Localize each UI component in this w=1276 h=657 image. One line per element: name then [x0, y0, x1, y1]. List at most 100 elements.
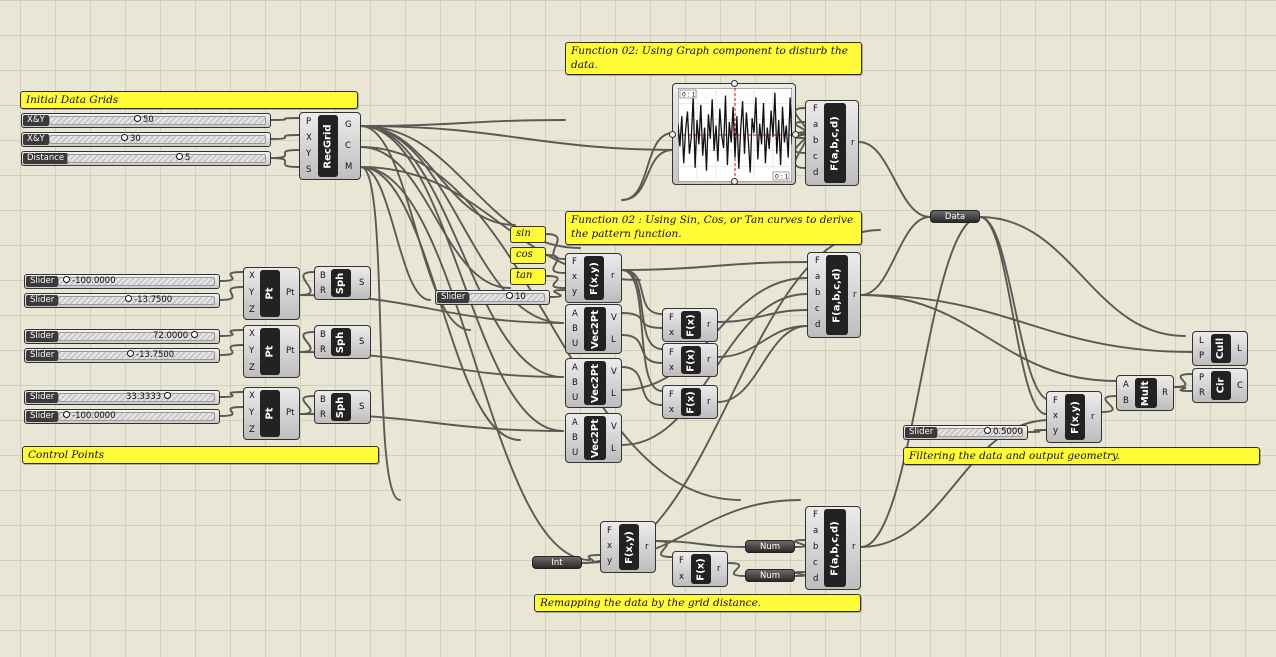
note-initial-grids[interactable]: Initial Data Grids: [20, 91, 358, 109]
output-pin-r[interactable]: r: [717, 564, 721, 574]
input-pin-b[interactable]: B: [320, 330, 326, 340]
input-pin-c[interactable]: c: [813, 558, 818, 568]
wire-31[interactable]: [545, 233, 566, 260]
slider-knob-icon[interactable]: [506, 292, 513, 299]
output-pin-l[interactable]: L: [1237, 344, 1242, 354]
input-pin-a[interactable]: a: [815, 272, 821, 282]
output-pin-g[interactable]: G: [345, 120, 352, 130]
graph-plot[interactable]: 0 : 1 0 : 1: [678, 88, 792, 182]
param-int[interactable]: Int: [532, 556, 582, 569]
input-pin-x[interactable]: x: [669, 328, 675, 338]
input-pin-s[interactable]: S: [306, 165, 312, 175]
wire-45[interactable]: [717, 325, 808, 358]
input-pin-x[interactable]: X: [249, 391, 255, 401]
wire-3[interactable]: [270, 157, 300, 168]
input-pin-d[interactable]: d: [813, 168, 819, 178]
input-pin-b[interactable]: b: [813, 136, 819, 146]
component-fx-3[interactable]: F x F(x) r: [662, 385, 718, 419]
wire-70[interactable]: [581, 554, 601, 564]
wire-32[interactable]: [545, 254, 566, 274]
component-vec2pt-1[interactable]: A B U Vec2Pt V L: [565, 304, 622, 354]
input-pin-f[interactable]: F: [669, 313, 674, 323]
input-pin-y[interactable]: y: [572, 287, 578, 297]
wire-64[interactable]: [1173, 386, 1193, 392]
input-pin-x[interactable]: x: [679, 572, 685, 582]
wire-41[interactable]: [621, 366, 663, 406]
component-fxy-filter[interactable]: F x y F(x,y) r: [1046, 391, 1102, 443]
component-fx-remap[interactable]: F x F(x) r: [672, 551, 728, 587]
slider-filter[interactable]: Slider 0.5000: [903, 425, 1028, 440]
component-cull[interactable]: L P Cull L: [1192, 331, 1248, 366]
input-pin-x[interactable]: X: [249, 329, 255, 339]
output-pin-s[interactable]: S: [359, 402, 365, 412]
note-function02-graph[interactable]: Function 02: Using Graph component to di…: [565, 42, 862, 75]
slider-knob-icon[interactable]: [176, 153, 183, 160]
slider-distance[interactable]: Distance 5: [21, 151, 271, 166]
output-pin-s[interactable]: S: [359, 337, 365, 347]
input-pin-a[interactable]: A: [572, 418, 578, 428]
component-fabcd-remap[interactable]: F a b c d F(a,b,c,d) r: [805, 506, 861, 590]
slider-knob-icon[interactable]: [163, 392, 171, 399]
wire-66[interactable]: [655, 540, 746, 548]
input-pin-f[interactable]: F: [607, 526, 612, 536]
slider-trig[interactable]: Slider 10: [435, 290, 550, 305]
wire-37[interactable]: [621, 269, 663, 392]
input-pin-y[interactable]: Y: [249, 346, 255, 356]
slider-knob-icon[interactable]: [121, 134, 128, 141]
input-pin-r[interactable]: R: [320, 410, 326, 420]
wire-20[interactable]: [219, 286, 244, 301]
component-vec2pt-3[interactable]: A B U Vec2Pt V L: [565, 413, 622, 463]
input-pin-b[interactable]: B: [572, 433, 578, 443]
output-pin-pt[interactable]: Pt: [286, 288, 295, 298]
output-pin-r[interactable]: r: [852, 542, 856, 552]
input-pin-z[interactable]: Z: [249, 425, 255, 435]
wire-40[interactable]: [621, 334, 663, 364]
wire-54[interactable]: [858, 141, 931, 218]
component-recgrid[interactable]: P X Y S RecGrid G C M: [299, 112, 361, 180]
wire-24[interactable]: [219, 406, 244, 417]
component-pt-1[interactable]: X Y Z Pt Pt: [243, 267, 300, 320]
wire-35[interactable]: [621, 269, 663, 315]
slider-knob-icon[interactable]: [125, 295, 132, 302]
component-pt-2[interactable]: X Y Z Pt Pt: [243, 325, 300, 378]
wire-68[interactable]: [794, 539, 806, 548]
input-pin-p[interactable]: P: [306, 117, 312, 127]
output-pin-r[interactable]: r: [707, 355, 711, 365]
input-pin-c[interactable]: c: [813, 152, 818, 162]
note-filtering[interactable]: Filtering the data and output geometry.: [903, 447, 1260, 465]
wire-7[interactable]: [360, 125, 681, 151]
slider-knob-icon[interactable]: [127, 350, 134, 357]
wire-4[interactable]: [360, 119, 566, 127]
graph-mapper[interactable]: 0 : 1 0 : 1: [669, 80, 799, 185]
input-pin-u[interactable]: U: [572, 393, 579, 403]
wire-56[interactable]: [979, 216, 1051, 401]
wire-27[interactable]: [299, 331, 315, 353]
wire-16[interactable]: [360, 166, 591, 561]
slider-knob-icon[interactable]: [190, 331, 198, 338]
slider-pt3-x[interactable]: Slider 33.3333: [24, 390, 220, 405]
wire-65[interactable]: [655, 540, 673, 558]
output-pin-m[interactable]: M: [345, 162, 353, 172]
wire-25[interactable]: [299, 271, 315, 296]
component-fx-2[interactable]: F x F(x) r: [662, 343, 718, 377]
wire-12[interactable]: [360, 146, 511, 289]
wire-29[interactable]: [299, 395, 315, 415]
note-control-points[interactable]: Control Points: [22, 446, 379, 464]
input-pin-x[interactable]: x: [572, 272, 578, 282]
input-pin-d[interactable]: d: [813, 574, 819, 584]
output-pin-l[interactable]: L: [611, 335, 616, 345]
input-pin-x[interactable]: x: [607, 541, 613, 551]
panel-cos[interactable]: cos: [510, 247, 546, 264]
graph-grip-left[interactable]: [669, 131, 676, 138]
slider-knob-icon[interactable]: [63, 276, 70, 283]
output-pin-c[interactable]: C: [1237, 381, 1243, 391]
output-pin-r[interactable]: r: [707, 320, 711, 330]
wire-61[interactable]: [1027, 429, 1047, 433]
input-pin-f[interactable]: F: [815, 256, 820, 266]
wire-5[interactable]: [360, 125, 516, 226]
input-pin-x[interactable]: x: [669, 363, 675, 373]
input-pin-y[interactable]: y: [1053, 426, 1059, 436]
component-sph-2[interactable]: B R Sph S: [314, 325, 371, 359]
output-pin-pt[interactable]: Pt: [286, 346, 295, 356]
